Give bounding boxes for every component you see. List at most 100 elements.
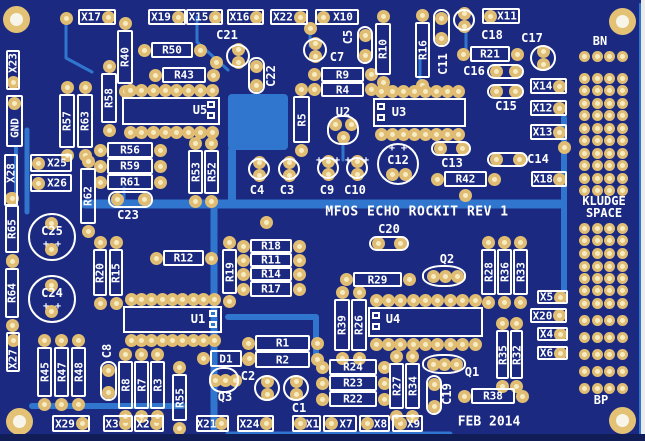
pad <box>205 194 218 208</box>
transistor-q2 <box>422 265 466 287</box>
kludge-pad <box>578 382 590 394</box>
pad <box>307 68 321 81</box>
resistor-r32 <box>510 330 523 379</box>
pad <box>482 235 495 249</box>
ic-label: U1 <box>190 312 206 326</box>
pad <box>396 84 410 98</box>
resistor-label: R22 <box>343 392 363 406</box>
pad <box>385 84 399 98</box>
kludge-pad <box>591 272 603 284</box>
pad <box>431 337 445 351</box>
kludge-pad <box>603 147 615 159</box>
resistor-r19 <box>222 249 237 294</box>
connector-x6 <box>537 346 568 360</box>
kludge-pad <box>603 234 615 246</box>
kludge-pad <box>591 159 603 171</box>
capacitor-c9 <box>317 157 339 179</box>
kludge-pad <box>578 297 590 309</box>
pad <box>72 333 85 347</box>
resistor-label: R56 <box>120 143 140 157</box>
transistor-label: Q2 <box>439 252 455 266</box>
resistor-label: R26 <box>352 315 366 335</box>
kludge-pad <box>616 159 628 171</box>
pad <box>146 125 160 139</box>
resistor-label: R28 <box>482 262 495 282</box>
pad <box>93 296 107 310</box>
resistor-r4 <box>321 82 364 97</box>
connector-x8 <box>359 415 390 432</box>
kludge-space-label: SPACE <box>585 206 623 220</box>
resistor-label: R1 <box>275 336 290 350</box>
resistor-r63 <box>77 94 93 148</box>
resistor-r9 <box>321 67 364 82</box>
pad <box>553 346 567 360</box>
capacitor-c8 <box>100 361 117 401</box>
pad <box>93 175 107 189</box>
pad <box>456 293 470 307</box>
resistor-r10 <box>375 23 391 75</box>
kludge-pad <box>603 365 615 377</box>
kludge-space-label: KLUDGE <box>582 194 626 208</box>
kludge-pad <box>578 147 590 159</box>
pad <box>457 389 471 403</box>
resistor-r50 <box>151 42 193 58</box>
connector-label: X20 <box>532 309 553 322</box>
pad <box>72 397 85 411</box>
connector-x9 <box>392 415 423 432</box>
kludge-pad <box>591 50 603 62</box>
resistor-label: R45 <box>38 362 51 382</box>
kludge-pad <box>591 184 603 196</box>
capacitor-c21 <box>226 44 250 68</box>
kludge-pad <box>616 331 628 343</box>
pad <box>236 253 250 267</box>
resistor-label: R20 <box>93 262 107 283</box>
pin1-marker <box>377 113 385 121</box>
resistor-label: R34 <box>406 376 419 396</box>
pad <box>166 333 179 347</box>
pad <box>135 83 149 97</box>
connector-label: X23 <box>6 53 20 73</box>
capacitor-c2 <box>254 375 280 401</box>
board-date: FEB 2014 <box>457 414 521 430</box>
kludge-pad <box>616 109 628 121</box>
pad <box>102 59 116 73</box>
resistor-r48 <box>71 347 86 397</box>
pad <box>335 351 349 365</box>
connector-x4 <box>537 327 568 341</box>
kludge-pad <box>591 109 603 121</box>
pad <box>153 143 167 157</box>
pad <box>352 285 366 299</box>
pad <box>135 125 149 139</box>
kludge-pad <box>603 331 615 343</box>
pad <box>381 337 395 351</box>
resistor-label: R8 <box>119 378 132 392</box>
pad <box>451 84 465 98</box>
pin1-marker <box>377 102 385 110</box>
resistor-label: R57 <box>60 111 74 131</box>
capacitor-label: C19 <box>440 383 454 405</box>
resistor-r21 <box>470 46 510 62</box>
kludge-pad <box>578 84 590 96</box>
capacitor-c12 <box>377 143 419 185</box>
kludge-pad <box>616 222 628 234</box>
kludge-pad <box>578 134 590 146</box>
pad <box>406 293 420 307</box>
connector-x3 <box>103 415 133 432</box>
connector-label: X22 <box>273 10 293 24</box>
pad <box>171 10 185 24</box>
capacitor-label: C25 <box>41 224 63 238</box>
resistor-r52 <box>204 150 219 194</box>
pad <box>385 127 399 141</box>
resistor-r24 <box>329 359 377 375</box>
resistor-label: R15 <box>109 262 123 283</box>
connector-x16 <box>227 9 264 25</box>
board-title: MFOS ECHO ROCKIT REV 1 <box>325 204 509 220</box>
pad <box>374 84 388 98</box>
polarity-mark: + <box>333 155 341 166</box>
connector-x13 <box>530 124 567 140</box>
resistor-label: R63 <box>78 111 92 131</box>
pad <box>242 352 256 365</box>
pad <box>364 68 378 81</box>
polarity-mark: + + <box>388 143 408 154</box>
kludge-pad <box>616 260 628 272</box>
